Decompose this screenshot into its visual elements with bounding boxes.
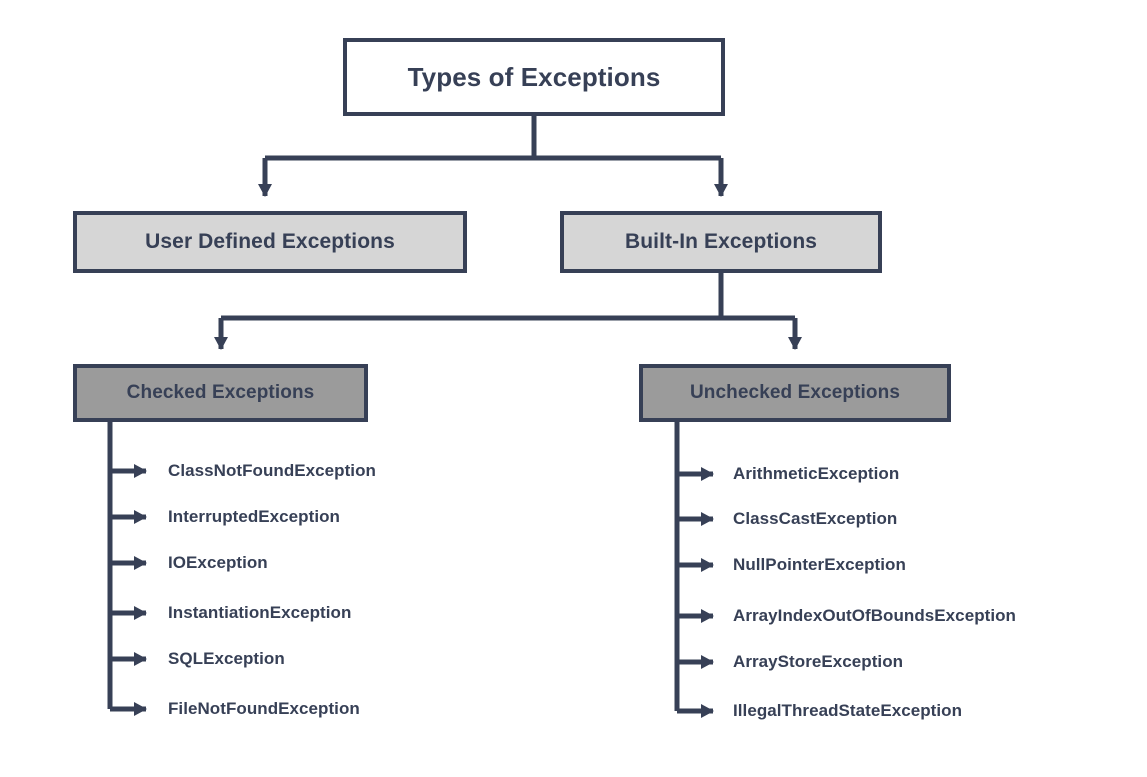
node-label: Types of Exceptions (407, 61, 661, 92)
edge-checked-branches (107, 422, 147, 716)
leaf-checked-1[interactable]: InterruptedException (168, 507, 340, 526)
node-user-defined-exceptions[interactable]: User Defined Exceptions (73, 211, 467, 273)
leaf-unchecked-3[interactable]: ArrayIndexOutOfBoundsException (733, 606, 1016, 625)
node-label: Unchecked Exceptions (689, 382, 901, 403)
leaf-unchecked-5[interactable]: IllegalThreadStateException (733, 701, 963, 720)
leaf-checked-3[interactable]: InstantiationException (168, 603, 352, 622)
edge-builtin-to-level2 (214, 273, 802, 350)
node-types-of-exceptions[interactable]: Types of Exceptions (343, 38, 725, 116)
node-label: Checked Exceptions (126, 382, 315, 403)
leaf-unchecked-0[interactable]: ArithmeticException (733, 464, 900, 483)
node-unchecked-exceptions[interactable]: Unchecked Exceptions (639, 364, 951, 422)
node-built-in-exceptions[interactable]: Built-In Exceptions (560, 211, 882, 273)
leaf-unchecked-2[interactable]: NullPointerException (733, 555, 906, 574)
edge-root-to-level1 (258, 116, 728, 197)
node-checked-exceptions[interactable]: Checked Exceptions (73, 364, 368, 422)
leaf-checked-5[interactable]: FileNotFoundException (168, 699, 360, 718)
node-label: Built-In Exceptions (624, 230, 818, 253)
node-label: User Defined Exceptions (145, 230, 395, 253)
edge-unchecked-branches (674, 422, 714, 718)
leaf-checked-4[interactable]: SQLException (168, 649, 285, 668)
leaf-unchecked-1[interactable]: ClassCastException (733, 509, 898, 528)
leaf-checked-0[interactable]: ClassNotFoundException (168, 461, 376, 480)
leaf-checked-2[interactable]: IOException (168, 553, 268, 572)
leaf-unchecked-4[interactable]: ArrayStoreException (733, 652, 904, 671)
